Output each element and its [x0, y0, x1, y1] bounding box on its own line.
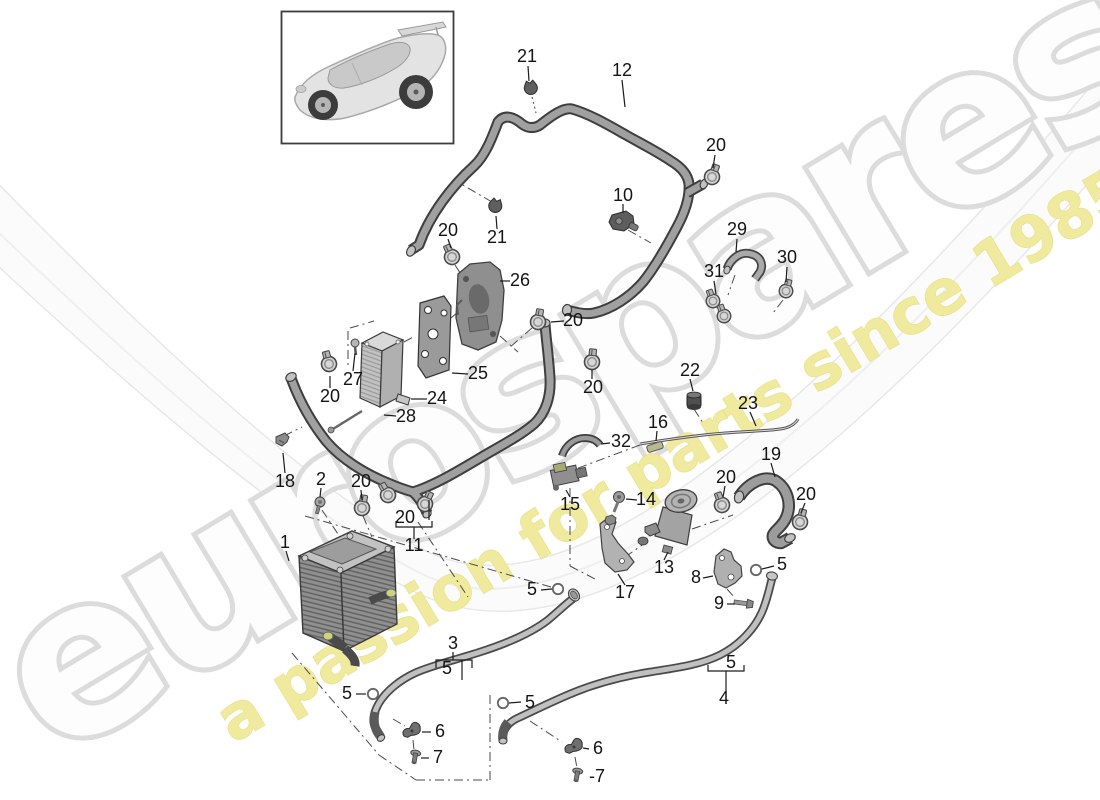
- part-label-21[interactable]: 21: [517, 46, 537, 66]
- part-label-20[interactable]: 20: [706, 135, 726, 155]
- part-label-5[interactable]: 5: [342, 683, 352, 703]
- part-label-23[interactable]: 23: [738, 393, 758, 413]
- part-label-17[interactable]: 17: [615, 582, 635, 602]
- part-label-5[interactable]: 5: [726, 652, 736, 672]
- bolt-14: [604, 491, 625, 526]
- clips-21: [486, 79, 539, 215]
- bracket-8: [713, 548, 743, 589]
- part-label-20[interactable]: 20: [351, 471, 371, 491]
- part-label-18[interactable]: 18: [275, 471, 295, 491]
- pipe-3: [369, 588, 581, 742]
- clips-6: [400, 720, 585, 755]
- housing-26: [455, 261, 505, 351]
- parts: [275, 79, 812, 784]
- leader-lines: [282, 65, 806, 759]
- valve-13: [637, 489, 698, 555]
- part-label-14[interactable]: 14: [636, 489, 656, 509]
- part-label-7[interactable]: 7: [433, 747, 443, 767]
- oil-cooler-1: [297, 530, 398, 667]
- part-label-8[interactable]: 8: [691, 567, 701, 587]
- bolt-2: [314, 496, 326, 515]
- part-label-16[interactable]: 16: [648, 412, 668, 432]
- part-label-6[interactable]: 6: [593, 738, 603, 758]
- part-label-31[interactable]: 31: [704, 261, 724, 281]
- part-label-21[interactable]: 21: [487, 227, 507, 247]
- grommet-22: [686, 391, 702, 410]
- part-label-24[interactable]: 24: [427, 388, 447, 408]
- part-label-5[interactable]: 5: [777, 554, 787, 574]
- part-label-25[interactable]: 25: [468, 363, 488, 383]
- part-label-28[interactable]: 28: [396, 406, 416, 426]
- heat-exchanger-24: [359, 331, 411, 409]
- part-label-19[interactable]: 19: [761, 444, 781, 464]
- part-label-13[interactable]: 13: [654, 557, 674, 577]
- part-label-15[interactable]: 15: [560, 494, 580, 514]
- part-label-11[interactable]: 11: [405, 535, 424, 555]
- part-label-1[interactable]: 1: [280, 532, 290, 552]
- part-label-9[interactable]: 9: [714, 593, 724, 613]
- clip-18: [275, 432, 290, 447]
- gasket-25: [417, 295, 452, 379]
- porsche-911-icon: [294, 21, 447, 121]
- hose-19: [733, 472, 796, 550]
- valve-10: [608, 210, 639, 232]
- part-label-10[interactable]: 10: [613, 185, 633, 205]
- part-label-12[interactable]: 12: [612, 60, 632, 80]
- part-label-5[interactable]: 5: [527, 579, 537, 599]
- part-label-27[interactable]: 27: [343, 369, 363, 389]
- construction-lines: [283, 96, 784, 781]
- group-brackets: [395, 500, 745, 691]
- part-label-3[interactable]: 3: [448, 633, 458, 653]
- part-label-32[interactable]: 32: [611, 431, 631, 451]
- background-swoosh: [0, 74, 1100, 612]
- part-label-7[interactable]: -7: [589, 766, 605, 786]
- car-thumbnail: [280, 10, 455, 145]
- elbow-hose-29: [722, 248, 767, 282]
- connector-16: [646, 441, 664, 453]
- bolt-9: [733, 598, 754, 609]
- part-label-20[interactable]: 20: [583, 377, 603, 397]
- part-label-20[interactable]: 20: [395, 507, 415, 527]
- hose-32: [558, 433, 604, 458]
- hose-11: [285, 318, 556, 519]
- part-label-30[interactable]: 30: [777, 247, 797, 267]
- part-label-5[interactable]: 5: [442, 658, 452, 678]
- part-label-2[interactable]: 2: [316, 469, 326, 489]
- part-label-20[interactable]: 20: [716, 467, 736, 487]
- part-label-26[interactable]: 26: [510, 270, 530, 290]
- part-label-20[interactable]: 20: [438, 220, 458, 240]
- hose-12: [405, 103, 709, 320]
- pipe-4: [498, 571, 779, 745]
- part-label-5[interactable]: 5: [525, 692, 535, 712]
- valve-15: [549, 461, 588, 491]
- part-label-6[interactable]: 6: [435, 721, 445, 741]
- part-label-22[interactable]: 22: [680, 360, 700, 380]
- part-label-20[interactable]: 20: [796, 484, 816, 504]
- part-label-20[interactable]: 20: [320, 386, 340, 406]
- part-label-29[interactable]: 29: [727, 219, 747, 239]
- part-label-20[interactable]: 20: [563, 310, 583, 330]
- bolt-27: [350, 338, 360, 356]
- part-label-4[interactable]: 4: [719, 688, 729, 708]
- pipe-23: [639, 418, 800, 446]
- hoses-and-pipes: [285, 103, 800, 745]
- stud-28: [327, 409, 363, 434]
